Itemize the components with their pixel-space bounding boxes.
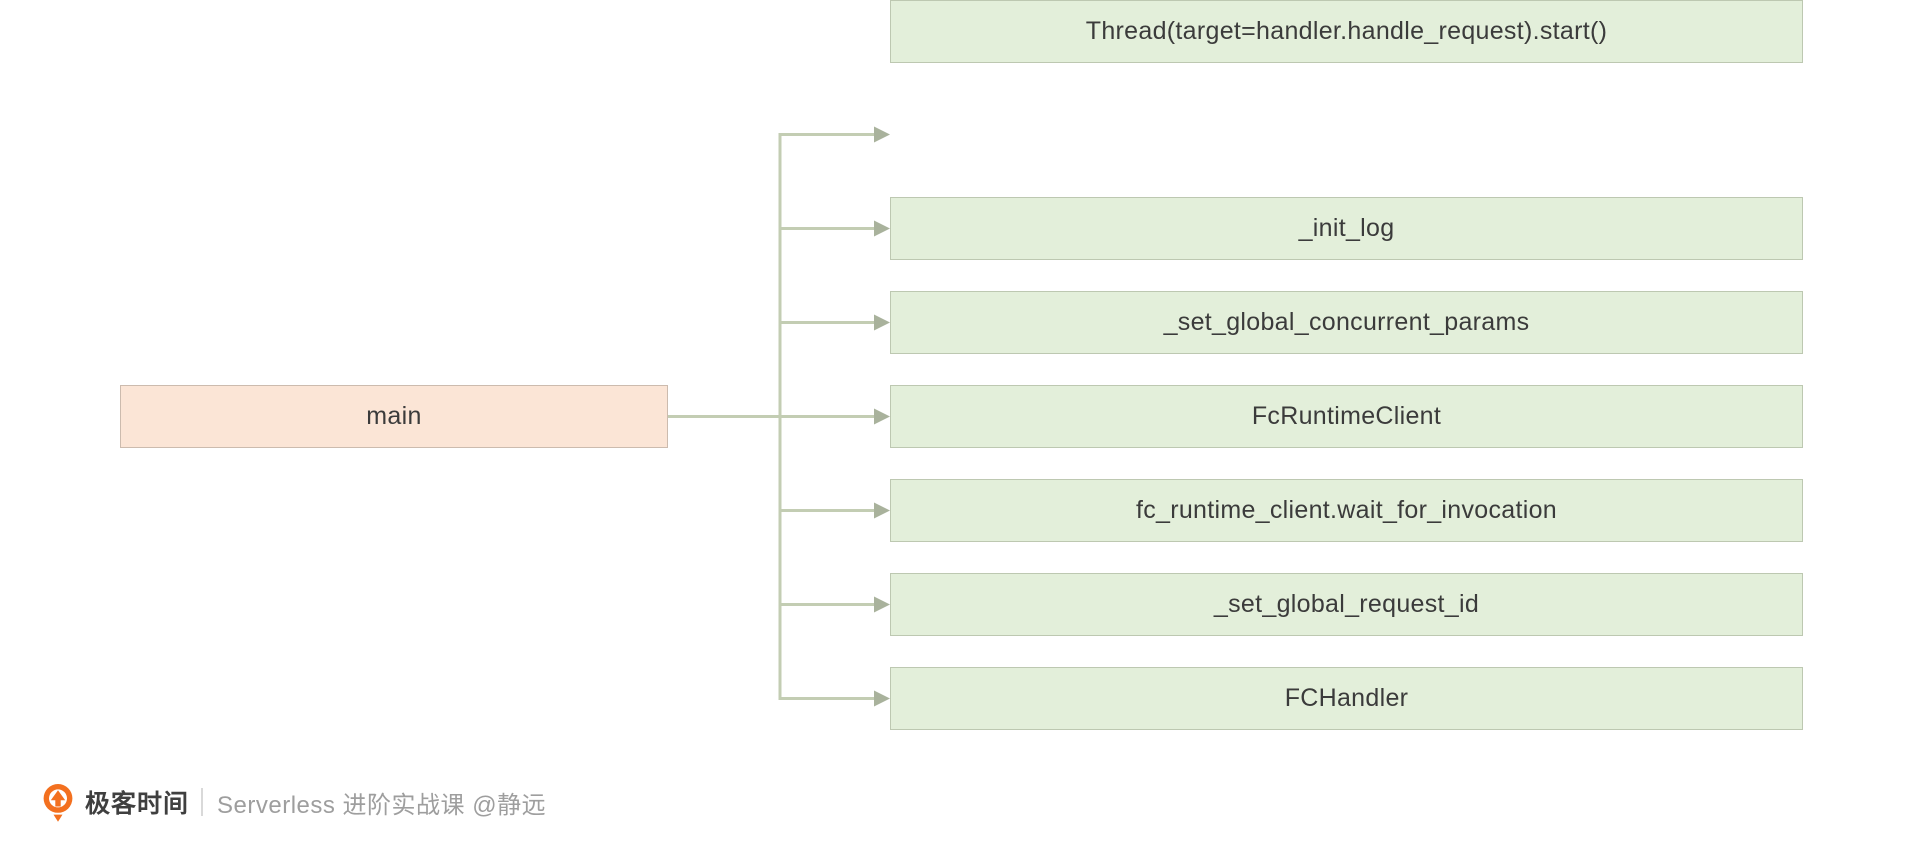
footer-branding: 极客时间 Serverless 进阶实战课 @静远 (40, 780, 546, 824)
course-name: Serverless 进阶实战课 @静远 (217, 791, 547, 819)
brand-name: 极客时间 (85, 790, 190, 818)
root-node-main: main (120, 385, 668, 448)
child-node-label: Thread(target=handler.handle_request).st… (1085, 17, 1608, 45)
child-node-label: fc_runtime_client.wait_for_invocation (1135, 496, 1558, 524)
child-node-fc-handler: FCHandler (890, 667, 1803, 730)
separator-divider (201, 788, 204, 816)
child-node-thread-start: Thread(target=handler.handle_request).st… (890, 0, 1803, 63)
geektime-logo-icon (43, 784, 73, 822)
child-node-fc-runtime-client: FcRuntimeClient (890, 385, 1803, 448)
child-node-wait-for-invocation: fc_runtime_client.wait_for_invocation (890, 479, 1803, 542)
child-node-label: _set_global_request_id (1213, 590, 1480, 618)
child-node-init-log: _init_log (890, 197, 1803, 260)
child-node-label: FcRuntimeClient (1251, 402, 1442, 430)
child-node-label: _set_global_concurrent_params (1163, 308, 1530, 336)
child-node-label: FCHandler (1284, 684, 1409, 712)
child-node-label: _init_log (1298, 214, 1395, 242)
child-node-set-global-concurrent-params: _set_global_concurrent_params (890, 291, 1803, 354)
root-node-label: main (366, 402, 422, 430)
child-node-set-global-request-id: _set_global_request_id (890, 573, 1803, 636)
